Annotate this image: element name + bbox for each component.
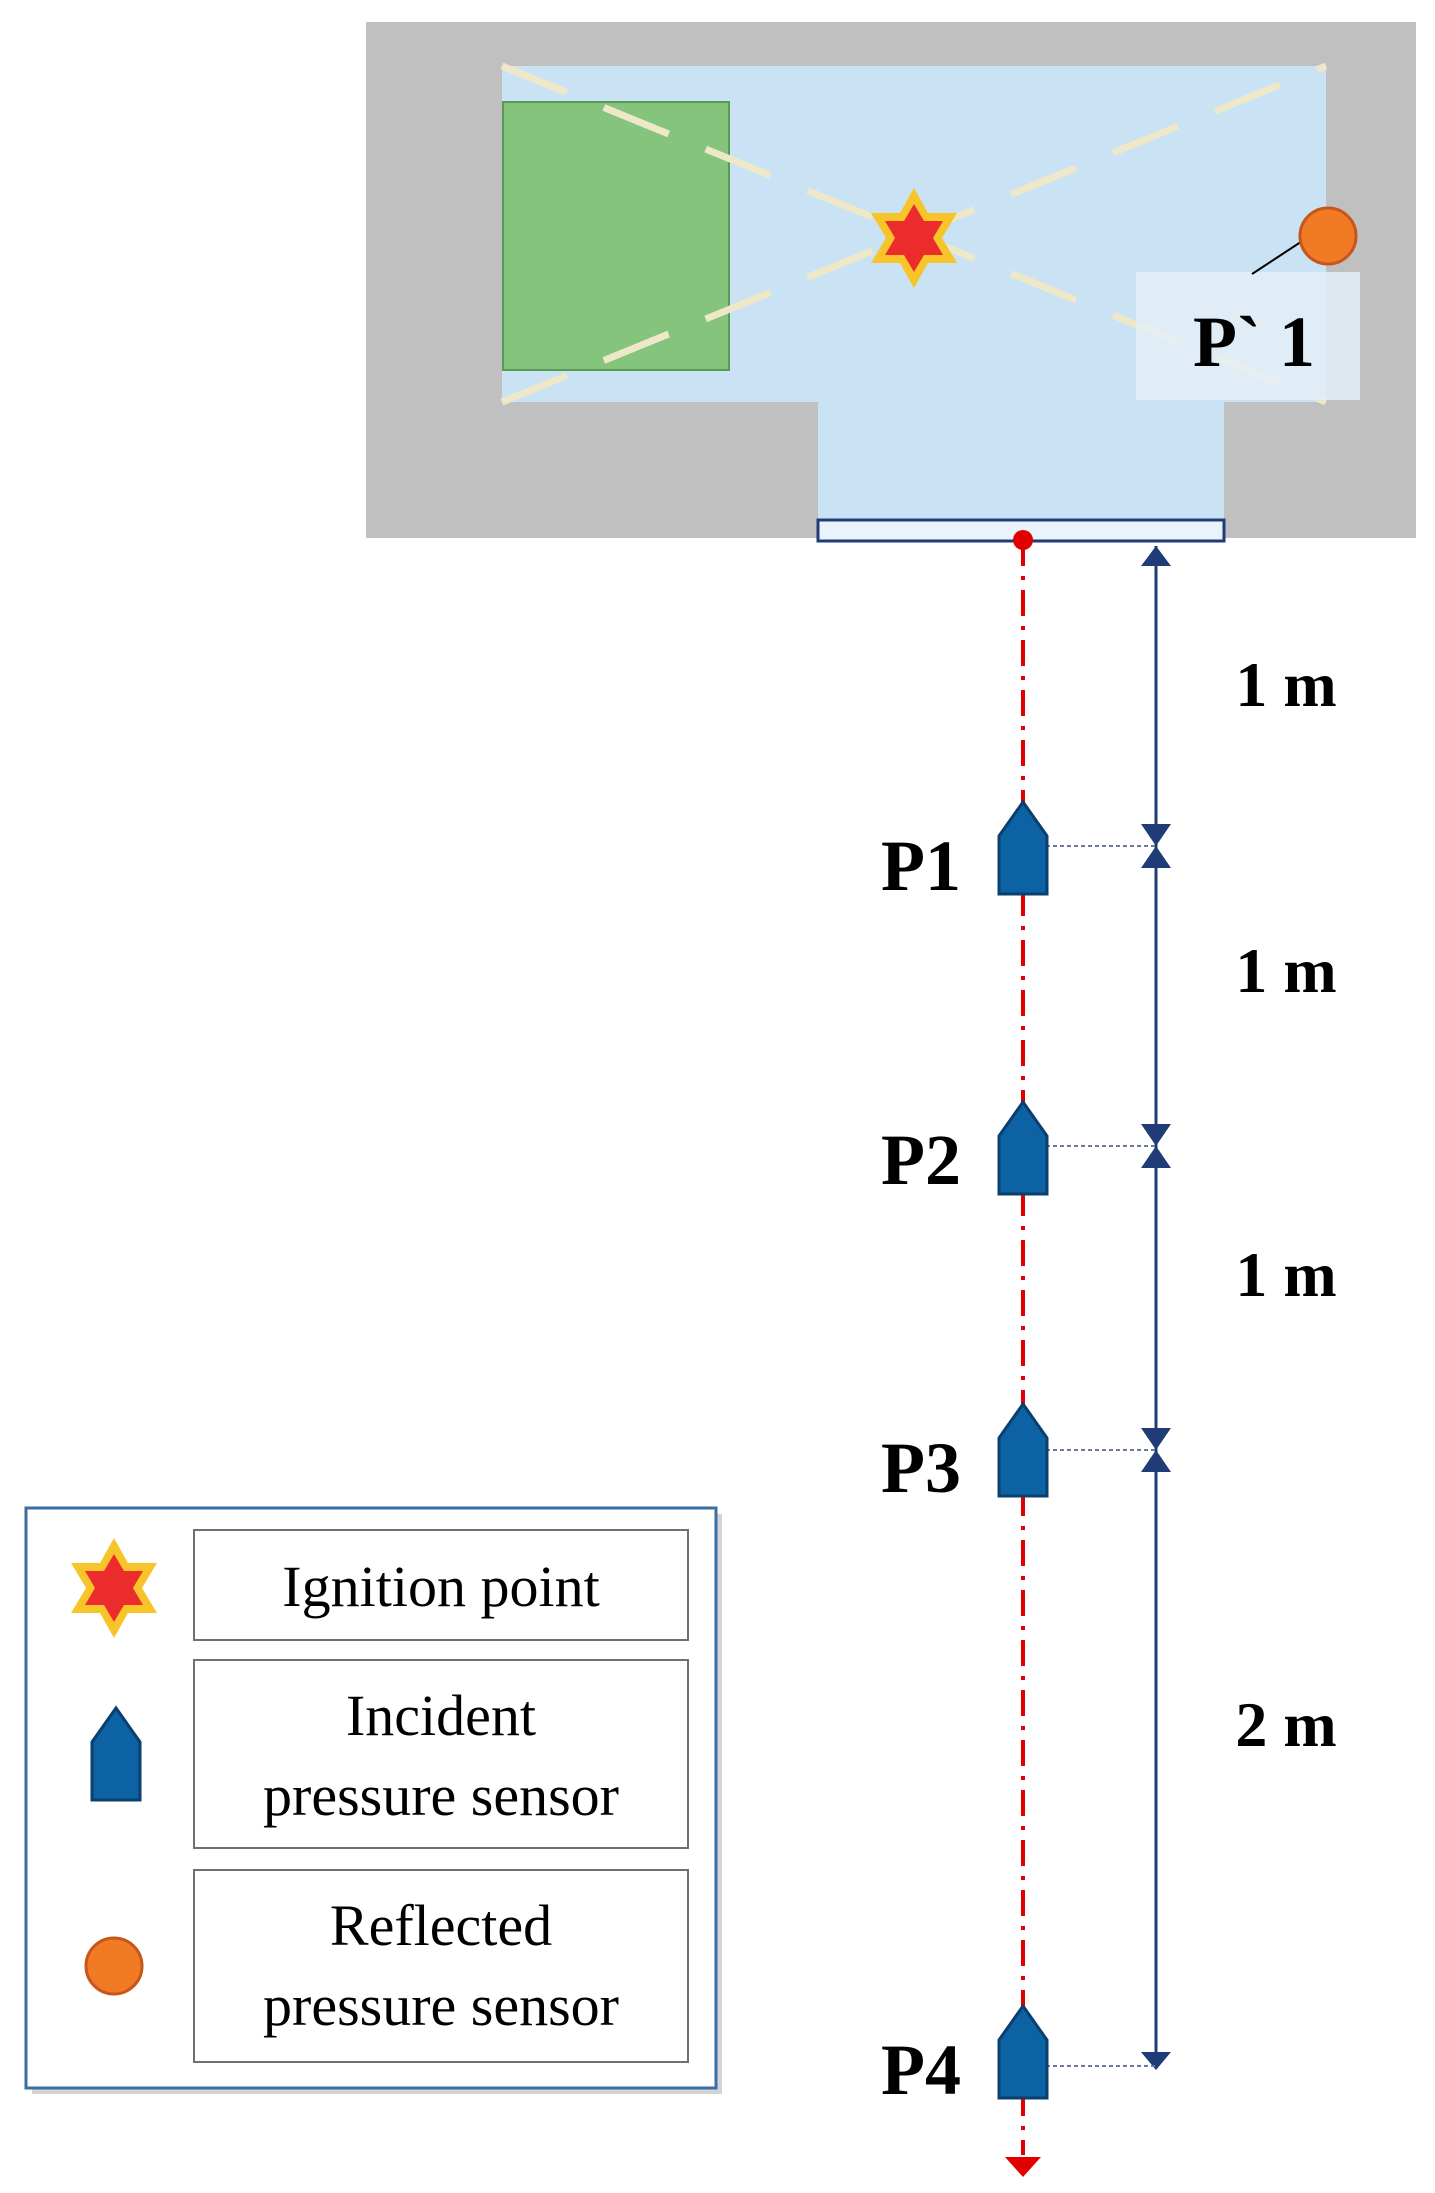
dimension-arrow-icon: [1141, 1146, 1171, 1168]
dimension-line: 1 m 1 m 1 m 2 m: [1046, 546, 1337, 2070]
reflected-sensor-label: P` 1: [1193, 302, 1315, 382]
obstacle-block: [502, 101, 730, 371]
reflected-sensor-label-box: [1136, 272, 1360, 400]
test-chamber: P` 1: [366, 22, 1416, 543]
sensor-label-p1: P1: [881, 826, 961, 906]
incident-sensor-icon: [997, 1100, 1049, 1196]
legend-incident-box: [193, 1659, 689, 1849]
incident-sensor-icon: [997, 2004, 1049, 2100]
distance-label: 1 m: [1235, 1239, 1336, 1310]
legend-ignition-box: [193, 1529, 689, 1641]
sensor-label-p2: P2: [881, 1120, 961, 1200]
reflected-sensor-icon: [1298, 206, 1358, 266]
distance-label: 1 m: [1235, 649, 1336, 720]
legend-incident-label-line1: Incident: [346, 1683, 536, 1748]
legend: Ignition point Incident pressure sensor …: [24, 1506, 722, 2094]
distance-label: 2 m: [1235, 1689, 1336, 1760]
legend-ignition-label: Ignition point: [282, 1554, 599, 1619]
dimension-arrow-icon: [1141, 824, 1171, 846]
incident-sensor-icon: [997, 1402, 1049, 1498]
dimension-arrow-icon: [1141, 1428, 1171, 1450]
legend-reflected-box: [193, 1869, 689, 2063]
chamber-vent-channel: [818, 400, 1224, 520]
incident-sensor-icon: [997, 800, 1049, 896]
dimension-arrow-icon: [1141, 546, 1171, 566]
dimension-arrow-icon: [1141, 1450, 1171, 1472]
dimension-arrow-icon: [1141, 1124, 1171, 1146]
dimension-arrow-icon: [1141, 846, 1171, 868]
centerline-origin-dot: [1013, 530, 1033, 550]
sensor-label-p3: P3: [881, 1428, 961, 1508]
legend-incident-label-line2: pressure sensor: [263, 1763, 619, 1828]
sensor-label-p4: P4: [881, 2030, 961, 2110]
legend-reflected-sensor-icon: [84, 1936, 144, 1996]
legend-reflected-label-line1: Reflected: [330, 1893, 552, 1958]
centerline: [1005, 530, 1041, 2177]
dimension-arrow-icon: [1141, 2052, 1171, 2070]
centerline-arrow-icon: [1005, 2157, 1041, 2177]
incident-sensors: P1 P2 P3 P4: [881, 800, 1049, 2110]
legend-reflected-label-line2: pressure sensor: [263, 1973, 619, 2038]
distance-label: 1 m: [1235, 935, 1336, 1006]
